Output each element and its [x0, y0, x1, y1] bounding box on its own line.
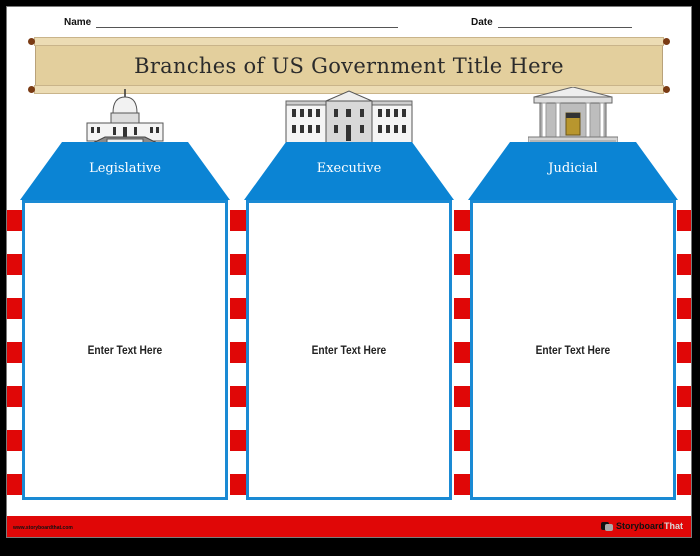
left-stripes: [7, 210, 23, 520]
date-field[interactable]: Date: [471, 17, 632, 28]
label-header-shape: [244, 142, 454, 200]
footer-url: www.storyboardthat.com: [13, 525, 73, 531]
date-line[interactable]: [497, 17, 632, 28]
stripes-2: [454, 210, 470, 520]
worksheet-page: Name Date Branches of US Government Titl…: [6, 6, 692, 538]
date-label: Date: [471, 17, 493, 28]
speech-bubble-icon: [600, 521, 613, 531]
branch-label: Legislative: [89, 161, 161, 176]
white-house-icon: [285, 90, 413, 144]
branch-label: Executive: [316, 161, 382, 176]
text-placeholder[interactable]: Enter Text Here: [535, 343, 611, 357]
bottom-red-band: [7, 516, 691, 537]
page-title[interactable]: Branches of US Government Title Here: [134, 53, 564, 78]
scroll-knob: [28, 86, 35, 93]
name-line[interactable]: [96, 17, 399, 28]
legislative-text-box[interactable]: Enter Text Here: [22, 200, 228, 500]
scroll-knob: [663, 38, 670, 45]
executive-text-box[interactable]: Enter Text Here: [246, 200, 452, 500]
judicial-text-box[interactable]: Enter Text Here: [470, 200, 676, 500]
name-label: Name: [64, 17, 92, 28]
scroll-top-rod: [34, 37, 664, 46]
scroll-body: Branches of US Government Title Here: [35, 46, 663, 85]
scroll-knob: [663, 86, 670, 93]
name-field[interactable]: Name: [64, 17, 399, 28]
logo-text-storyboard: Storyboard: [615, 521, 664, 531]
text-placeholder[interactable]: Enter Text Here: [87, 343, 163, 357]
label-header-shape: [20, 142, 230, 200]
stripes-1: [230, 210, 246, 520]
logo-text-that: That: [664, 521, 683, 531]
right-stripes: [677, 210, 691, 520]
title-scroll: Branches of US Government Title Here: [28, 37, 670, 94]
branch-label: Judicial: [548, 161, 598, 176]
scroll-knob: [28, 38, 35, 45]
label-header-shape: [468, 142, 678, 200]
text-placeholder[interactable]: Enter Text Here: [311, 343, 387, 357]
